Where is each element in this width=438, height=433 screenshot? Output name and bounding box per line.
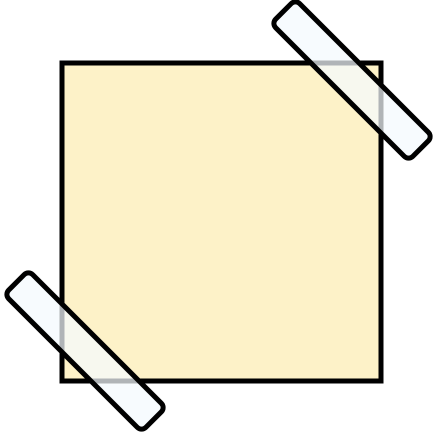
- tape-strip-top-right: [271, 0, 433, 161]
- tape-top-right-shape: [271, 0, 433, 161]
- sticky-note-paper: [59, 60, 384, 384]
- tape-strip-bottom-left: [4, 270, 166, 432]
- tape-bottom-left-shape: [4, 270, 166, 432]
